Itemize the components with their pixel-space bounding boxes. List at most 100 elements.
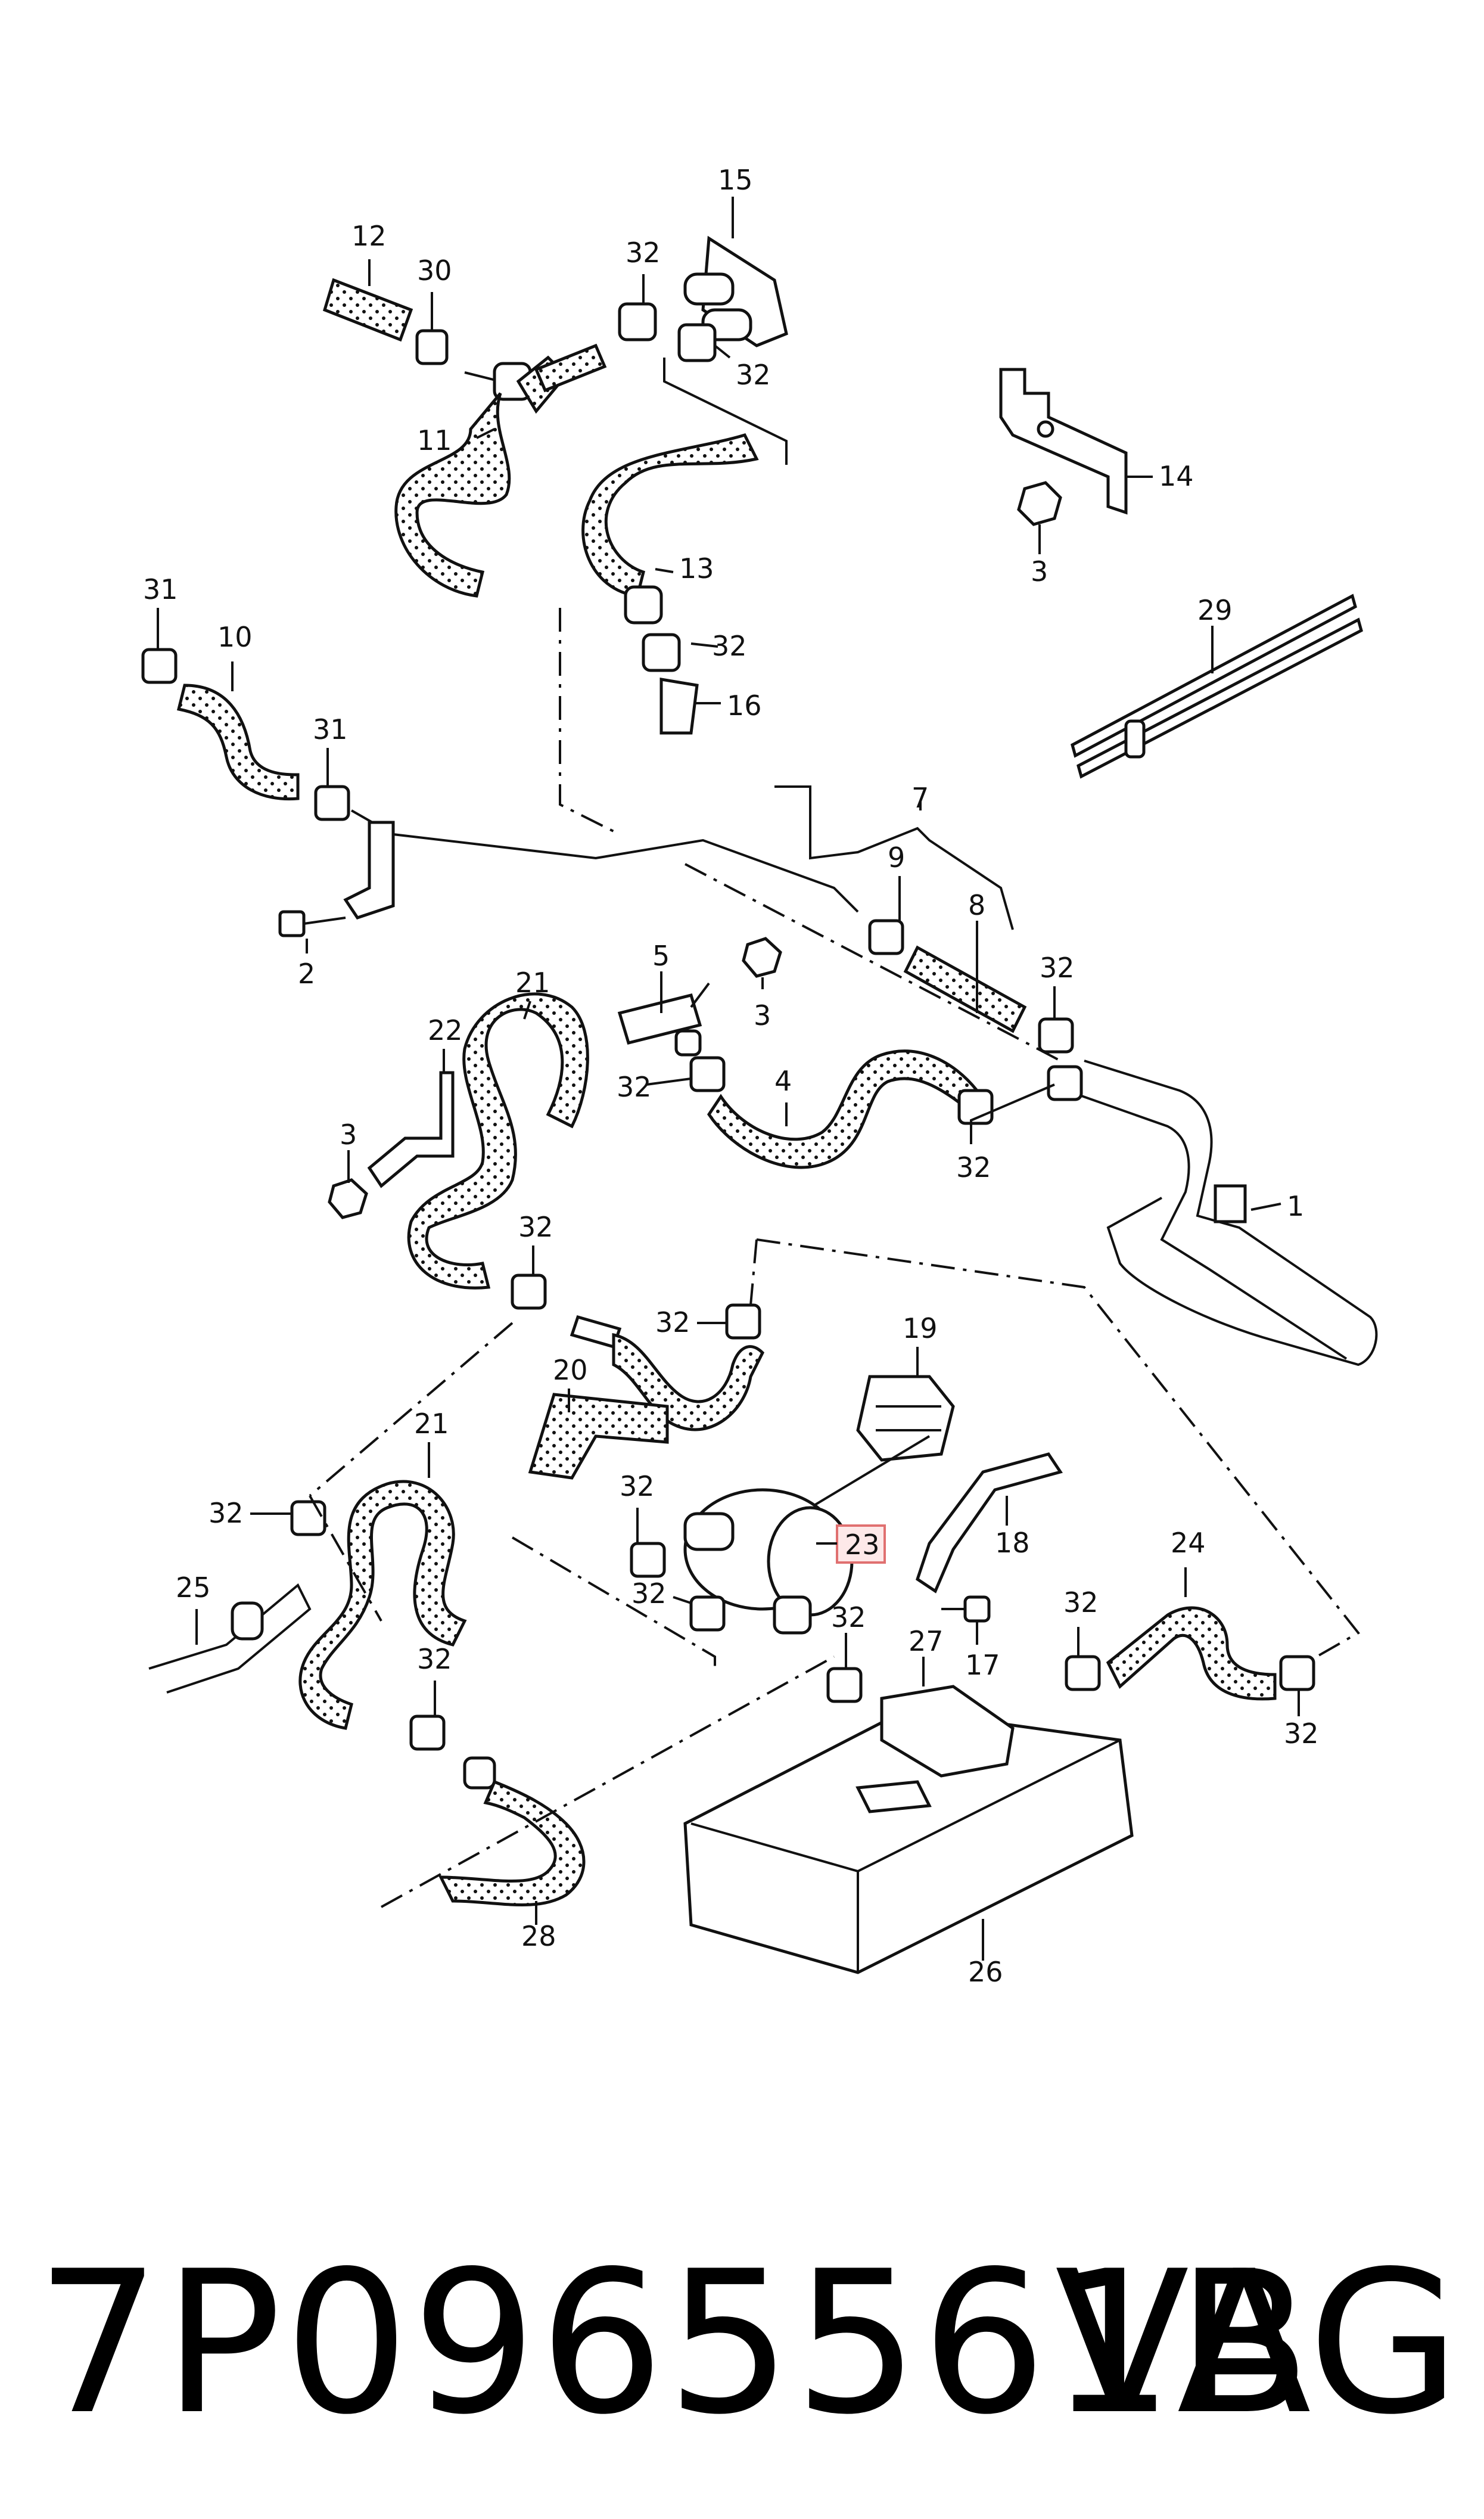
callout-32-left: 32 [209, 1497, 244, 1529]
hose-12 [322, 278, 413, 342]
callout-27: 27 [909, 1625, 944, 1657]
callout-32-24: 32 [1063, 1586, 1099, 1619]
clamp-32-left-lower [290, 1500, 326, 1536]
callout-20: 20 [553, 1354, 588, 1386]
hose-11 [394, 355, 568, 598]
callout-32-13: 32 [712, 630, 747, 662]
assembly-boundary-right [756, 1238, 1361, 1658]
vertical-guide [559, 608, 620, 835]
clamp-31-right [314, 785, 350, 821]
callout-32-21-lower: 32 [417, 1643, 452, 1675]
hose-20 [528, 1315, 765, 1480]
callout-32-20: 32 [655, 1306, 690, 1338]
hose-21-upper [407, 992, 589, 1290]
pipe-16 [659, 678, 699, 735]
clamp-32-8 [1038, 1017, 1074, 1054]
leader-19-pump [809, 1435, 931, 1509]
callout-14: 14 [1159, 460, 1194, 492]
callout-15: 15 [718, 164, 753, 196]
callout-32-right: 32 [1284, 1717, 1319, 1750]
nut-3-left [328, 1178, 368, 1219]
callout-32-pump: 32 [620, 1470, 655, 1502]
callout-23: 23 [845, 1529, 880, 1561]
callout-32-top: 32 [626, 237, 661, 269]
holder-19 [856, 1375, 955, 1462]
callout-3-left: 3 [340, 1119, 357, 1151]
bracket-pipe-left [343, 821, 395, 920]
hose-10 [176, 684, 300, 801]
nut-3-center [742, 937, 782, 978]
callout-32-5: 32 [617, 1071, 652, 1103]
callout-17: 17 [965, 1649, 1000, 1681]
callout-12: 12 [351, 220, 387, 252]
hose-8 [903, 945, 1027, 1033]
clamp-30 [415, 329, 449, 365]
part-number: 7P0965561B [36, 2229, 1314, 2458]
clamp-32-13 [642, 633, 681, 672]
coolant-pipe-1 [1066, 1060, 1378, 1366]
callout-21-upper: 21 [515, 967, 550, 999]
assembly-boundary-lower [381, 1536, 835, 1908]
callout-31-right: 31 [313, 713, 348, 746]
electric-pump-23 [683, 1488, 854, 1635]
clamp-32-20 [725, 1303, 761, 1340]
pipe-25 [148, 1583, 312, 1694]
main-pipe [351, 809, 859, 913]
bracket-line-15 [663, 358, 788, 465]
hose-4 [707, 1049, 979, 1169]
bolt-2 [278, 910, 346, 937]
callout-5: 5 [652, 940, 670, 972]
callout-21-lower: 21 [414, 1408, 449, 1440]
nut-3-top-right [1017, 481, 1062, 526]
clamp-32-right-top [677, 323, 717, 362]
callout-32-4: 32 [956, 1151, 991, 1184]
callout-25: 25 [176, 1571, 211, 1604]
callout-32-27: 32 [831, 1601, 866, 1633]
clamp-32-24-left [1065, 1655, 1101, 1691]
callout-31-left: 31 [143, 573, 178, 605]
clamp-32-27 [826, 1667, 863, 1703]
clamp-9 [868, 919, 904, 955]
clamp-32-pipe-upper [1047, 1065, 1083, 1101]
callout-18: 18 [995, 1527, 1030, 1559]
hose-top-short [534, 343, 607, 393]
callout-7: 7 [911, 782, 929, 814]
callout-28: 28 [521, 1920, 556, 1952]
hose-21-lower [298, 1480, 467, 1730]
callout-2: 2 [298, 958, 315, 990]
highlight-box-23 [836, 1524, 886, 1564]
callout-26: 26 [968, 1956, 1003, 1988]
clamp-32-21-lower [409, 1714, 446, 1751]
callout-19: 19 [903, 1312, 938, 1344]
callout-32-15: 32 [736, 359, 771, 391]
footer: 7P0965561B VAG [0, 2169, 1484, 2503]
callout-16: 16 [727, 689, 762, 722]
clamp-32-pump-left [630, 1542, 666, 1578]
callout-22: 22 [428, 1014, 463, 1046]
callout-32-pipe: 32 [1040, 952, 1075, 984]
bracket-27 [880, 1685, 1015, 1778]
callout-13: 13 [679, 552, 714, 585]
callout-29: 29 [1197, 594, 1233, 626]
callout-labels: 15 12 30 32 32 11 14 3 13 32 16 29 31 10… [143, 164, 1319, 1988]
clamp-32-hose-4 [689, 1056, 726, 1092]
cable-tie-29 [1071, 594, 1363, 779]
connector-5 [617, 982, 710, 1057]
bracket-7-outline [774, 785, 1014, 930]
hose-13 [581, 433, 759, 625]
callout-32-21: 32 [518, 1211, 553, 1243]
callout-30: 30 [417, 254, 452, 287]
clamp-32-21-upper [511, 1274, 547, 1310]
callout-24: 24 [1171, 1527, 1206, 1559]
callout-4: 4 [774, 1065, 792, 1097]
clamp-32-top [618, 302, 657, 341]
parts-diagram: 15 12 30 32 32 11 14 3 13 32 16 29 31 10… [141, 164, 1378, 1988]
pipe-guide [685, 863, 1061, 1062]
leader-lines [157, 197, 1300, 1961]
bolt-17 [941, 1595, 991, 1623]
brand-label: VAG [1054, 2229, 1460, 2458]
callout-32-pump-lower: 32 [631, 1577, 667, 1610]
bracket-14 [999, 368, 1128, 515]
callout-3-center: 3 [754, 999, 771, 1032]
clamp-32-24-right [1279, 1655, 1315, 1691]
